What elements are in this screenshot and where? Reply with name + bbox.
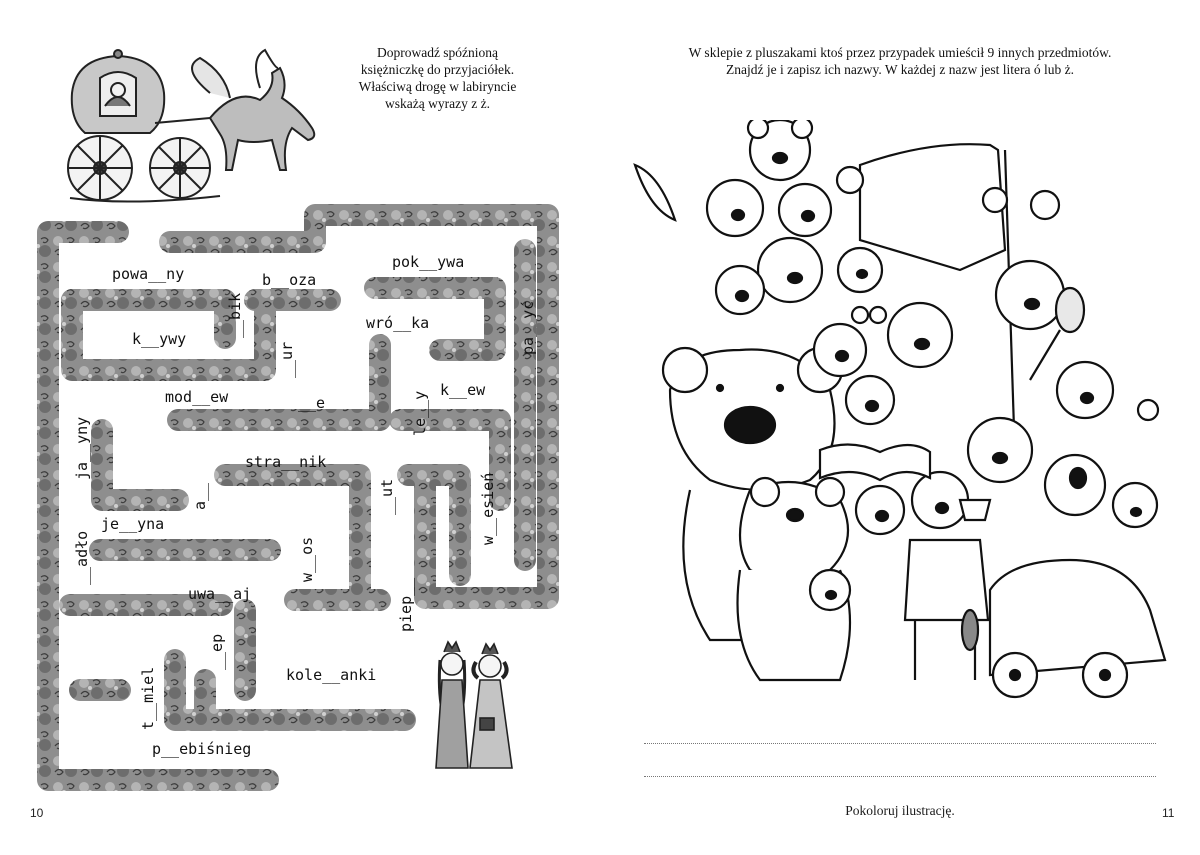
maze-word: p__ebiśnieg <box>152 740 251 758</box>
teddy-instruction: W sklepie z pluszakami ktoś przez przypa… <box>640 44 1160 78</box>
maze-word: wró__ka <box>366 314 429 332</box>
maze-word: __ep <box>208 634 226 670</box>
instruction-line: Doprowadź spóźnioną <box>376 45 499 60</box>
maze-word: __bik <box>226 293 244 338</box>
maze-word: k__ywy <box>132 330 186 348</box>
maze-word: je__yna <box>101 515 164 533</box>
instruction-line: księżniczkę do przyjaciółek. <box>360 62 515 77</box>
carriage-illustration <box>67 48 316 203</box>
instruction-line: wskażą wyrazy z ż. <box>385 96 490 111</box>
maze-word: w__os <box>298 537 316 582</box>
maze-word: k__ew <box>440 381 486 399</box>
maze-word: mod__ew <box>165 388 229 406</box>
maze-word: pok__ywa <box>392 253 464 271</box>
maze[interactable]: powa__ny b__oza pok__ywa __bik k__ywy wr… <box>0 0 600 855</box>
maze-word: __adło <box>73 531 91 585</box>
left-page: Doprowadź spóźnioną księżniczkę do przyj… <box>0 0 600 855</box>
maze-word: stra__nik <box>245 453 326 471</box>
maze-word: le__y <box>411 391 429 436</box>
instruction-line: Znajdź je i zapisz ich nazwy. W każdej z… <box>726 62 1074 77</box>
maze-instruction: Doprowadź spóźnioną księżniczkę do przyj… <box>350 44 525 112</box>
maze-word: powa__ny <box>112 265 184 283</box>
answer-line[interactable] <box>644 743 1156 744</box>
maze-word: t__miel <box>139 667 157 730</box>
maze-word: a__ <box>191 482 209 510</box>
maze-word: kole__anki <box>286 666 376 684</box>
maze-word: __ur <box>278 342 296 378</box>
coloring-instruction: Pokoloruj ilustrację. <box>845 803 955 818</box>
instruction-line: W sklepie z pluszakami ktoś przez przypa… <box>688 45 1112 60</box>
princesses-illustration <box>435 640 513 769</box>
answer-line[interactable] <box>644 776 1156 777</box>
maze-word: __e <box>298 394 325 412</box>
maze-word: uwa__aj <box>188 585 251 603</box>
maze-word: __ut <box>378 479 396 515</box>
page-number: 10 <box>30 806 44 820</box>
maze-word: w__esień <box>479 473 497 545</box>
maze-words: powa__ny b__oza pok__ywa __bik k__ywy wr… <box>73 253 537 758</box>
maze-word: ja__yny <box>73 417 91 480</box>
maze-walls <box>37 204 559 791</box>
page-number: 11 <box>1162 806 1175 820</box>
maze-word: piep__ <box>397 577 415 632</box>
instruction-line: Właściwą drogę w labiryncie <box>358 79 517 94</box>
maze-word: b__oza <box>262 271 316 289</box>
right-page: W sklepie z pluszakami ktoś przez przypa… <box>600 0 1200 855</box>
maze-word: pa__yć <box>519 301 537 355</box>
teddy-bears-illustration[interactable] <box>630 120 1175 710</box>
